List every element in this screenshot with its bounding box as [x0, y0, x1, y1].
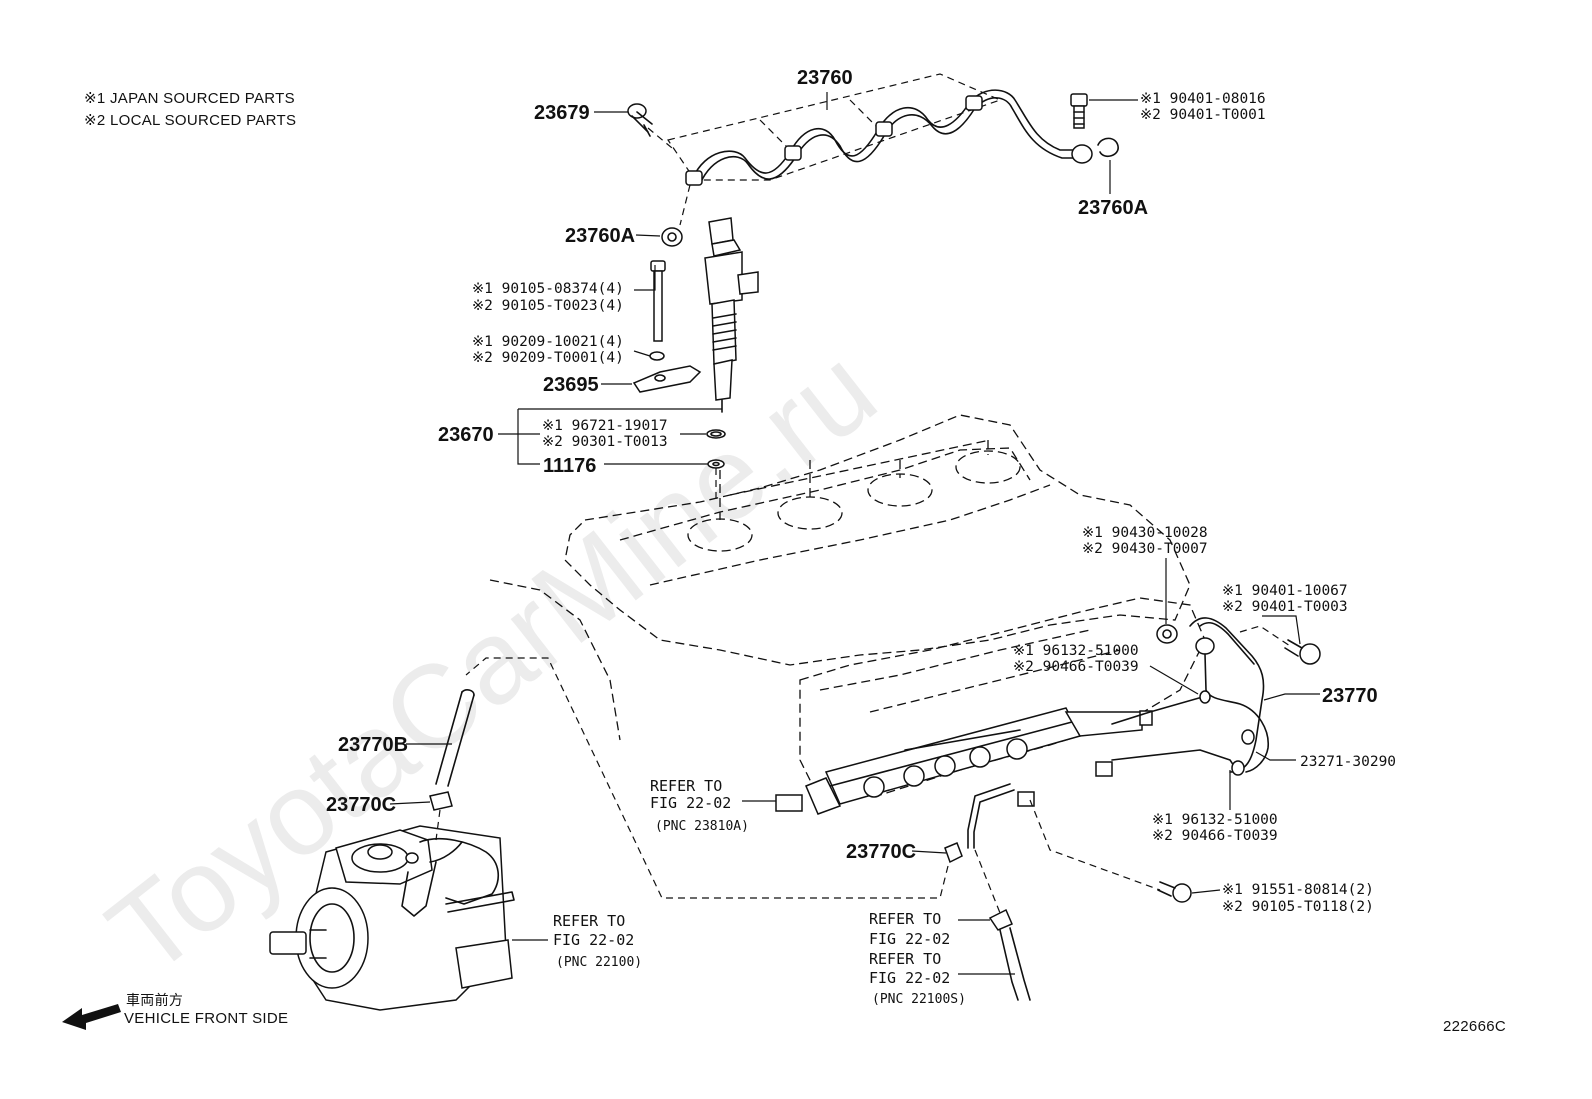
- label-flange-2: ※2 90105-T0118(2): [1222, 899, 1374, 915]
- label-ref-b-3: (PNC 22100): [556, 955, 642, 970]
- label-23770c-left: 23770C: [326, 794, 396, 816]
- label-ref-d-2: FIG 22-02: [869, 969, 950, 987]
- label-gasket-1: ※1 90430-10028: [1082, 525, 1208, 541]
- grommet-23760a-left: [661, 227, 683, 247]
- label-clip-b-1: ※1 96132-51000: [1152, 812, 1278, 828]
- label-23760a-left: 23760A: [565, 225, 635, 247]
- label-23770c-mid: 23770C: [846, 841, 916, 863]
- label-23770b: 23770B: [338, 734, 408, 756]
- supply-pump: [269, 825, 515, 1011]
- fuel-injector-23670: [704, 217, 759, 413]
- label-washer-1: ※1 90209-10021(4): [472, 334, 624, 350]
- leader-lines: [389, 92, 1320, 975]
- label-ref-c-2: FIG 22-02: [869, 930, 950, 948]
- label-washer-2: ※2 90209-T0001(4): [472, 350, 624, 366]
- label-ref-a-2: FIG 22-02: [650, 794, 731, 812]
- label-ref-a-1: REFER TO: [650, 777, 722, 795]
- note-japan-sourced: ※1 JAPAN SOURCED PARTS: [84, 90, 295, 107]
- label-flange-1: ※1 91551-80814(2): [1222, 882, 1374, 898]
- arrow-left-icon: [62, 1004, 121, 1030]
- label-23770: 23770: [1322, 685, 1378, 707]
- fuel-hose-lower: [944, 783, 1031, 1001]
- label-clip-a-1: ※1 96132-51000: [1013, 643, 1139, 659]
- label-23760: 23760: [797, 67, 853, 89]
- bolt-23679: [627, 103, 673, 149]
- label-23679: 23679: [534, 102, 590, 124]
- common-rail: [775, 707, 1153, 815]
- label-union-1: ※1 90401-10067: [1222, 583, 1348, 599]
- label-bolt-inj-1: ※1 90105-08374(4): [472, 281, 624, 297]
- injector-clamp-23695: [632, 365, 702, 393]
- injector-clamp-bolt: [650, 260, 666, 342]
- label-ref-a-3: (PNC 23810A): [655, 819, 749, 834]
- note-local-sourced: ※2 LOCAL SOURCED PARTS: [84, 112, 297, 129]
- direction-label-en: VEHICLE FRONT SIDE: [124, 1010, 289, 1027]
- gasket-90430: [1156, 624, 1178, 644]
- clip-23770c-left: [429, 791, 453, 841]
- union-bolt-rail: [1284, 639, 1321, 665]
- label-bolt-top-1: ※1 90401-08016: [1140, 91, 1266, 107]
- label-bolt-inj-2: ※2 90105-T0023(4): [472, 298, 624, 314]
- label-23760a-top: 23760A: [1078, 197, 1148, 219]
- label-ref-d-1: REFER TO: [869, 950, 941, 968]
- label-gasket-2: ※2 90430-T0007: [1082, 541, 1208, 557]
- label-ref-c-1: REFER TO: [869, 910, 941, 928]
- direction-label-jp: 車両前方: [126, 992, 184, 1008]
- label-ref-d-3: (PNC 22100S): [872, 992, 966, 1007]
- label-23670: 23670: [438, 424, 494, 446]
- o-ring-seal: [706, 429, 726, 439]
- label-11176: 11176: [543, 455, 596, 477]
- fuel-return-pipe-23770: [1111, 617, 1291, 776]
- hose-23770b: [435, 689, 475, 787]
- label-union-2: ※2 90401-T0003: [1222, 599, 1348, 615]
- union-bolt-top: [1070, 93, 1088, 129]
- injection-pipe-assembly: [667, 73, 1093, 226]
- flange-bolt-91551: [1157, 881, 1192, 903]
- label-bolt-top-2: ※2 90401-T0001: [1140, 107, 1266, 123]
- label-ref-b-1: REFER TO: [553, 912, 625, 930]
- cylinder-head-outline: [489, 414, 1206, 801]
- clamp-23760a-top: [1097, 137, 1119, 158]
- diagram-code: 222666C: [1443, 1018, 1506, 1035]
- label-oring-2: ※2 90301-T0013: [542, 434, 668, 450]
- label-clip-a-2: ※2 90466-T0039: [1013, 659, 1139, 675]
- label-23695: 23695: [543, 374, 599, 396]
- label-ref-b-2: FIG 22-02: [553, 931, 634, 949]
- label-clip-b-2: ※2 90466-T0039: [1152, 828, 1278, 844]
- label-oring-1: ※1 96721-19017: [542, 418, 668, 434]
- label-23271: 23271-30290: [1300, 754, 1396, 770]
- washer-90209: [649, 351, 665, 361]
